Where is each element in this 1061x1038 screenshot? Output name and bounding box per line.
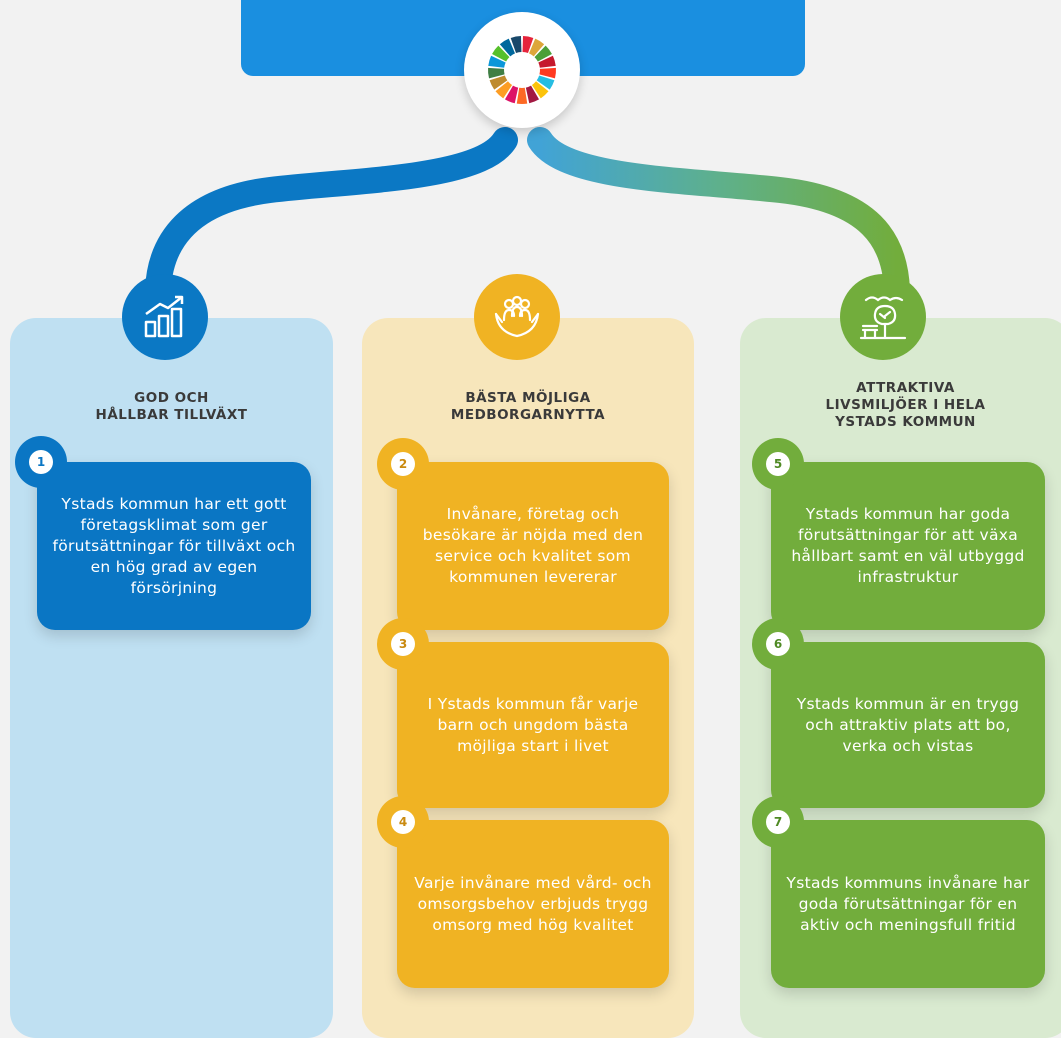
sdg-wheel-segment: [488, 55, 506, 68]
goal-badge-4: 4: [377, 796, 429, 848]
goal-badge-1: 1: [15, 436, 67, 488]
sdg-wheel-segment: [495, 81, 513, 99]
sdg-wheel-icon: [488, 36, 556, 104]
sdg-wheel-segment: [492, 45, 510, 62]
goal-badge-6: 6: [752, 618, 804, 670]
goal-number: 1: [29, 450, 53, 474]
goal-badge-7: 7: [752, 796, 804, 848]
goal-text: Invånare, företag och besökare är nöjda …: [422, 505, 644, 586]
goal-text: I Ystads kommun får varje barn och ungdo…: [427, 694, 639, 755]
sdg-wheel-segment: [488, 67, 505, 79]
goal-text: Ystads kommun är en trygg och attraktiv …: [796, 694, 1020, 755]
goal-number: 4: [391, 810, 415, 834]
connector-left: [145, 127, 518, 303]
goal-card-3: I Ystads kommun får varje barn och ungdo…: [397, 642, 669, 808]
goal-badge-5: 5: [752, 438, 804, 490]
sdg-wheel-segment: [522, 36, 534, 54]
column-icon-badge: [840, 274, 926, 360]
goal-text: Varje invånare med vård- och omsorgsbeho…: [414, 873, 652, 934]
growth-chart-icon: [144, 295, 184, 338]
goal-number: 2: [391, 452, 415, 476]
sdg-wheel-segment: [499, 38, 515, 57]
column-icon-badge: [122, 274, 208, 360]
column-icon-badge: [474, 274, 560, 360]
goal-badge-3: 3: [377, 618, 429, 670]
column-title: ATTRAKTIVA LIVSMILJÖER I HELA YSTADS KOM…: [825, 380, 986, 430]
goal-card-1: Ystads kommun har ett gott företagsklima…: [37, 462, 311, 630]
tree-and-bench-icon: [859, 296, 907, 340]
sdg-wheel-segment: [510, 36, 522, 54]
sdg-wheel-segment: [525, 85, 540, 104]
goal-number: 6: [766, 632, 790, 656]
sdg-wheel-badge: [464, 12, 580, 128]
sdg-wheel-segment: [504, 85, 519, 104]
sdg-wheel-segment: [529, 38, 545, 57]
connector-right: [527, 127, 910, 303]
goal-card-2: Invånare, företag och besökare är nöjda …: [397, 462, 669, 630]
sdg-wheel-segment: [516, 87, 528, 104]
column-title: GOD OCH HÅLLBAR TILLVÄXT: [95, 390, 248, 423]
people-in-hands-icon: [494, 295, 540, 338]
sdg-wheel-segment: [538, 55, 556, 68]
column-growth: GOD OCH HÅLLBAR TILLVÄXT: [10, 274, 333, 1038]
goal-badge-2: 2: [377, 438, 429, 490]
sdg-wheel-segment: [534, 45, 552, 62]
column-title: BÄSTA MÖJLIGA MEDBORGARNYTTA: [450, 390, 606, 423]
goal-number: 3: [391, 632, 415, 656]
goal-card-5: Ystads kommun har goda förutsättningar f…: [771, 462, 1045, 630]
goal-number: 7: [766, 810, 790, 834]
sdg-wheel-segment: [539, 67, 556, 79]
goal-number: 5: [766, 452, 790, 476]
goal-text: Ystads kommun har ett gott företagsklima…: [52, 494, 296, 597]
connector-lines: [145, 127, 910, 303]
sdg-wheel-segment: [489, 75, 508, 90]
goal-card-4: Varje invånare med vård- och omsorgsbeho…: [397, 820, 669, 988]
sdg-wheel-segment: [531, 81, 549, 99]
goal-card-6: Ystads kommun är en trygg och attraktiv …: [771, 642, 1045, 808]
goal-card-7: Ystads kommuns invånare har goda förutsä…: [771, 820, 1045, 988]
sdg-wheel-segment: [536, 75, 555, 90]
goal-text: Ystads kommuns invånare har goda förutsä…: [786, 873, 1030, 934]
goal-text: Ystads kommun har goda förutsättningar f…: [791, 505, 1025, 586]
